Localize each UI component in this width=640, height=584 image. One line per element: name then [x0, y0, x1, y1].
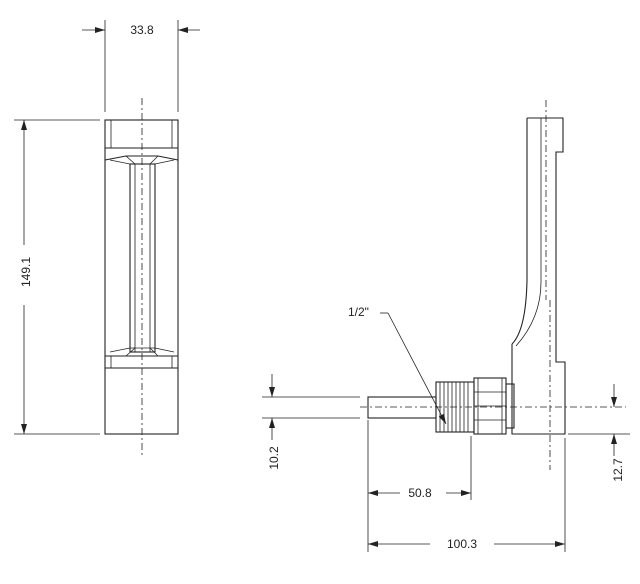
dim-height-left: 149.1	[14, 119, 100, 435]
dim-stem-length: 50.8	[367, 420, 472, 552]
dim-overall-length: 100.3	[368, 438, 566, 552]
stem	[367, 396, 437, 419]
dim-overall-length-label: 100.3	[447, 537, 477, 551]
side-view	[360, 100, 626, 470]
dim-stem-length-label: 50.8	[408, 486, 432, 500]
dim-stem-dia: 10.2	[262, 374, 360, 470]
thread-label: 1/2"	[348, 305, 369, 319]
glass-tube	[129, 163, 156, 353]
front-view	[104, 98, 179, 458]
dim-right-offset: 12.7	[568, 384, 630, 482]
dim-stem-dia-label: 10.2	[267, 446, 281, 470]
side-body-outline	[511, 117, 566, 435]
dim-width-top-label: 33.8	[130, 23, 154, 37]
front-body-outline	[104, 119, 179, 435]
dim-height-left-label: 149.1	[19, 257, 33, 287]
dim-width-top: 33.8	[82, 20, 200, 112]
thread-callout: 1/2"	[348, 305, 447, 425]
dim-right-offset-label: 12.7	[611, 458, 625, 482]
